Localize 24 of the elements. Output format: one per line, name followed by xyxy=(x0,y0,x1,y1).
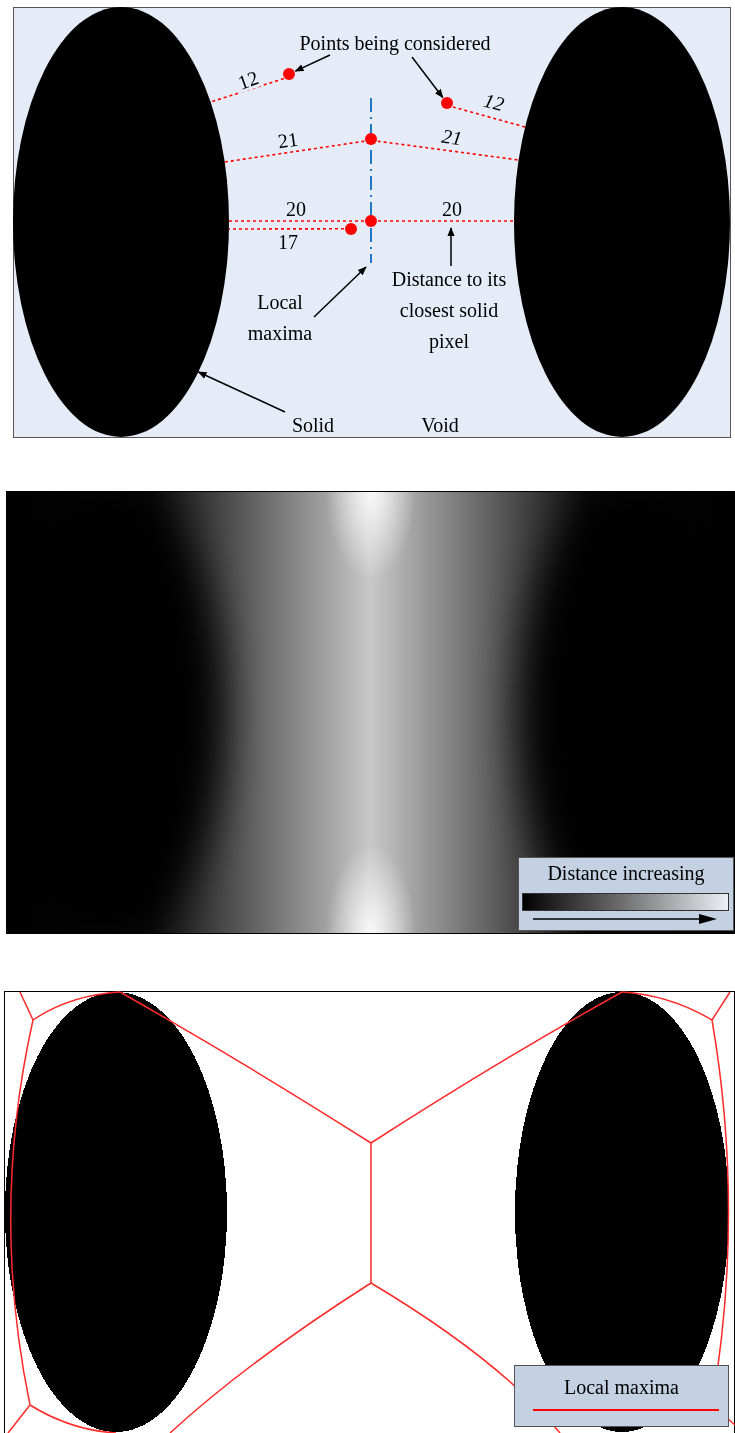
edge-label: 20 xyxy=(285,199,307,219)
local-maxima-line xyxy=(369,98,373,263)
arrow xyxy=(197,371,286,413)
legend-label: Distance increasing xyxy=(546,862,706,884)
arrow xyxy=(313,266,367,318)
distance-line xyxy=(376,140,520,161)
legend-label: Local maxima xyxy=(563,1376,680,1398)
distance-line xyxy=(377,220,515,222)
solid-ellipse xyxy=(13,7,229,437)
annotation-text: Distance to its closest solid pixel xyxy=(384,263,514,357)
edge-label: 20 xyxy=(441,199,463,219)
solid-ellipse xyxy=(514,7,730,437)
arrow xyxy=(294,54,331,72)
annotation-text: Solid xyxy=(291,409,335,441)
distance-line xyxy=(228,228,345,230)
distance-line xyxy=(452,106,526,128)
annotation-text: Void xyxy=(421,412,459,438)
edge-label: 17 xyxy=(277,232,299,252)
arrow xyxy=(447,227,455,267)
arrow xyxy=(411,56,444,99)
distance-line xyxy=(228,220,365,222)
distance-line xyxy=(223,140,366,163)
annotation-text: Local maxima xyxy=(230,287,330,349)
annotation-text: Points being considered xyxy=(299,27,491,59)
